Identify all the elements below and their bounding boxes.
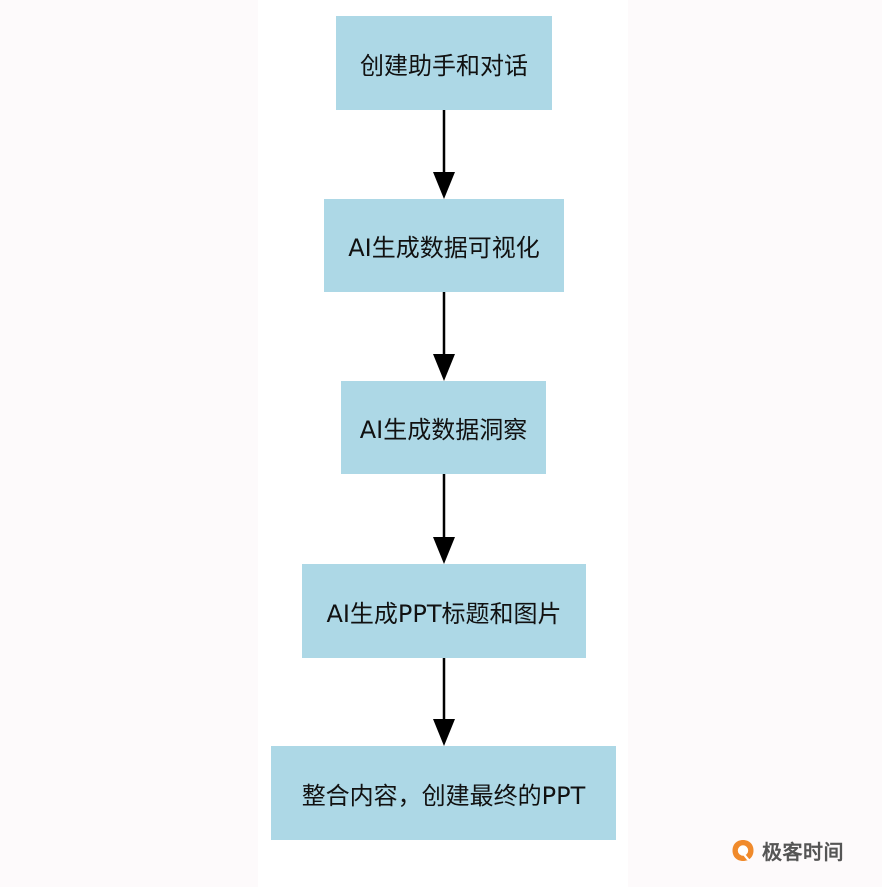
node-ai-data-insights: AI生成数据洞察 (341, 381, 546, 474)
node-label: AI生成数据洞察 (359, 416, 528, 444)
watermark-text: 极客时间 (762, 840, 844, 864)
node-label: 创建助手和对话 (360, 51, 528, 80)
node-label: 整合内容，创建最终的PPT (301, 781, 586, 810)
node-ai-ppt-title-and-image: AI生成PPT标题和图片 (302, 564, 586, 658)
geektime-logo-icon (732, 839, 754, 861)
node-label: AI生成PPT标题和图片 (326, 599, 562, 628)
node-assemble-final-ppt: 整合内容，创建最终的PPT (271, 746, 616, 840)
node-create-assistant-and-thread: 创建助手和对话 (336, 16, 552, 110)
node-ai-data-visualization: AI生成数据可视化 (324, 199, 564, 292)
node-label: AI生成数据可视化 (348, 234, 540, 262)
watermark: 极客时间 (730, 836, 844, 865)
